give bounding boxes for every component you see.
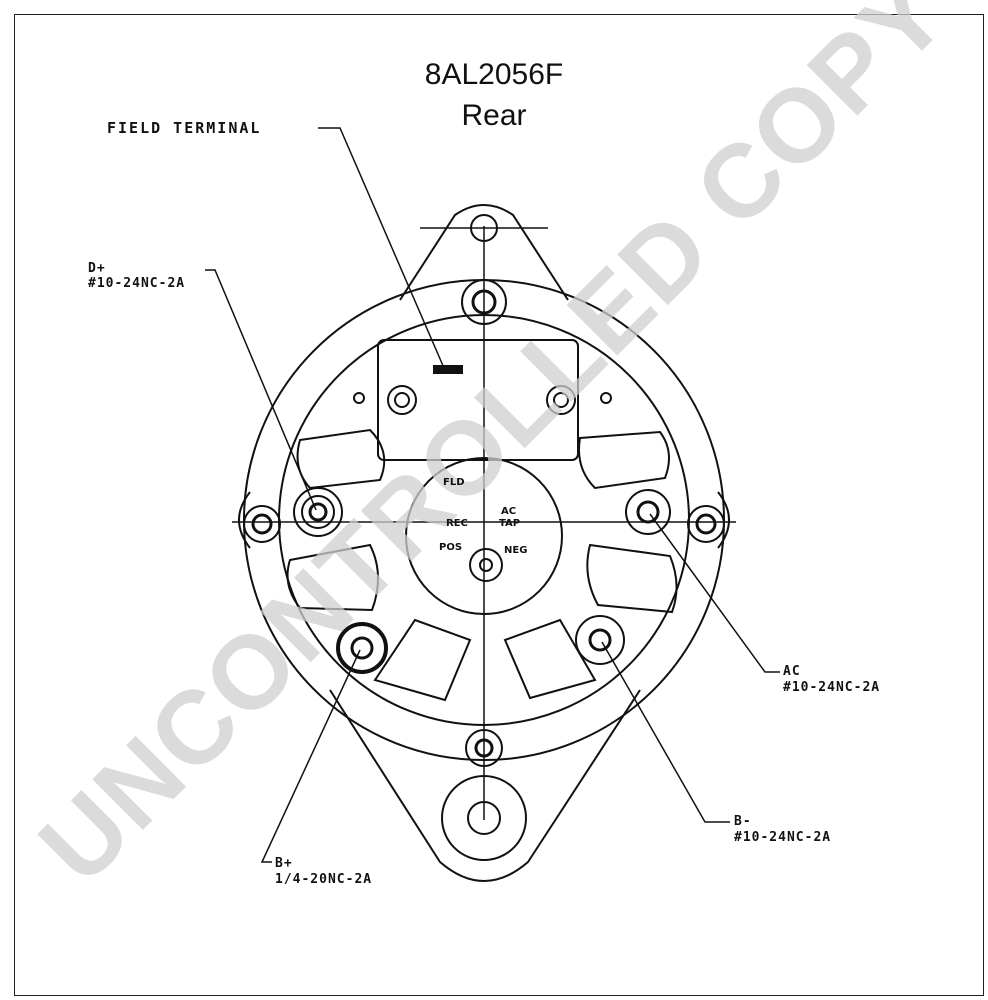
housing-outline <box>399 204 569 301</box>
tap-mark: TAP <box>499 518 521 529</box>
bottom-ear-inner <box>467 801 501 835</box>
upper-bolt-inner <box>471 289 497 315</box>
right-ear-bolt-inner <box>695 513 717 535</box>
reg-right-screw <box>546 385 576 415</box>
ac-leader <box>649 513 780 673</box>
top-ear-hole <box>470 214 498 242</box>
reg-left-screw-inner <box>394 392 410 408</box>
right-ear-bolt-outer <box>687 505 725 543</box>
bottom-ear-outer <box>441 775 527 861</box>
lower-bolt-inner <box>474 738 494 758</box>
b-minus-leader <box>601 641 730 823</box>
ac-mark: AC <box>501 506 517 517</box>
d-plus-leader <box>205 269 317 511</box>
d-plus-terminal-mid <box>301 495 335 529</box>
b-minus-terminal-inner <box>588 628 612 652</box>
ac-terminal-outer <box>625 489 671 535</box>
reg-right-pin <box>600 392 612 404</box>
ac-label: AC <box>783 664 801 679</box>
b-plus-terminal-outer <box>336 622 388 674</box>
b-plus-leader <box>260 649 361 863</box>
ac-thread-spec: #10-24NC-2A <box>783 680 881 695</box>
b-plus-thread-spec: 1/4-20NC-2A <box>275 872 373 887</box>
field-terminal-slot <box>433 365 463 374</box>
ac-terminal-inner <box>636 500 660 524</box>
reg-left-screw <box>387 385 417 415</box>
vent-slot-1 <box>296 428 386 490</box>
d-plus-terminal-inner <box>308 502 328 522</box>
b-minus-terminal-outer <box>575 615 625 665</box>
b-minus-thread-spec: #10-24NC-2A <box>734 830 832 845</box>
left-ear <box>238 491 251 549</box>
b-plus-label: B+ <box>275 856 293 871</box>
center-cap <box>405 457 563 615</box>
rec-mark: REC <box>446 518 468 529</box>
model-title: 8AL2056F <box>424 58 564 91</box>
neg-mark: NEG <box>504 545 528 556</box>
d-plus-terminal-outer <box>293 487 343 537</box>
field-terminal-label: FIELD TERMINAL <box>107 119 262 137</box>
vent-slot-3 <box>286 543 380 612</box>
center-post <box>469 548 503 582</box>
d-plus-thread-spec: #10-24NC-2A <box>88 276 186 291</box>
housing-lower-outline <box>329 689 641 882</box>
vent-slot-5 <box>373 618 472 702</box>
b-plus-terminal-inner <box>350 636 374 660</box>
vent-slot-4 <box>586 543 678 614</box>
field-terminal-leader <box>318 127 445 369</box>
d-plus-label: D+ <box>88 261 106 276</box>
vent-slot-2 <box>578 430 670 490</box>
regulator-box <box>377 339 579 461</box>
center-post-inner <box>479 558 493 572</box>
lower-bolt-outer <box>465 729 503 767</box>
b-minus-label: B- <box>734 814 752 829</box>
reg-left-pin <box>353 392 365 404</box>
left-ear-bolt-outer <box>243 505 281 543</box>
reg-right-screw-inner <box>553 392 569 408</box>
drawing-frame <box>14 14 984 996</box>
fld-mark: FLD <box>443 477 465 488</box>
right-ear <box>717 491 730 549</box>
pos-mark: POS <box>439 542 463 553</box>
upper-bolt-outer <box>461 279 507 325</box>
view-subtitle: Rear <box>461 99 527 132</box>
vent-slot-6 <box>503 618 597 700</box>
left-ear-bolt-inner <box>251 513 273 535</box>
